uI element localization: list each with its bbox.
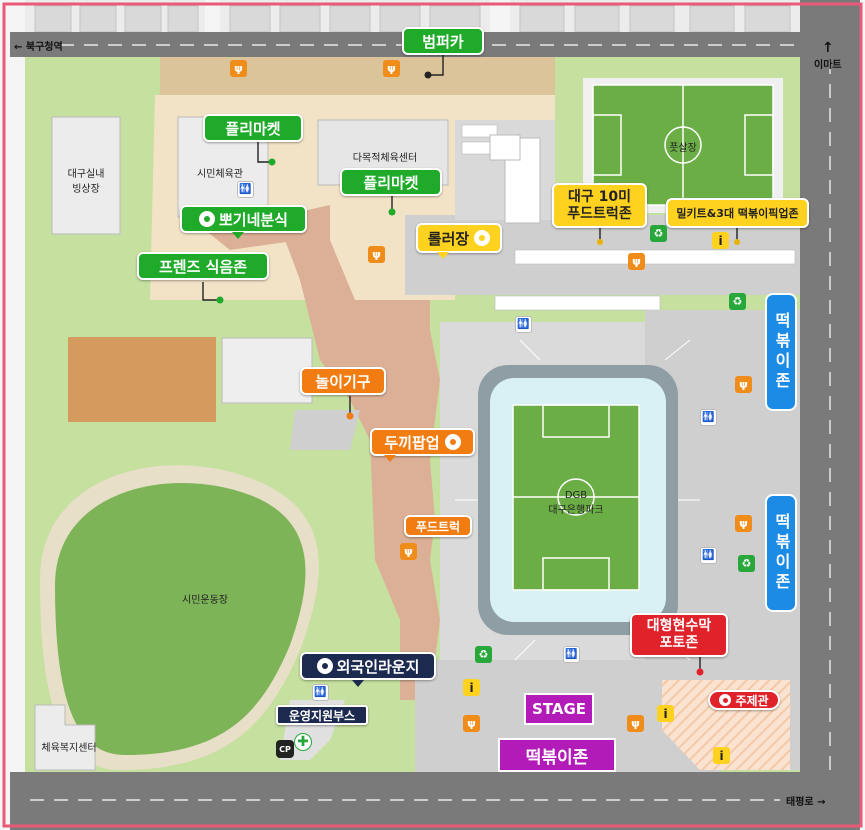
ppogi-snack-tag[interactable]: 뽀기네분식: [180, 205, 307, 233]
playground-rides-tag[interactable]: 놀이기구: [300, 367, 386, 395]
dukki-tag-pointer: [384, 455, 396, 462]
roller-rink-label: 롤러장: [427, 229, 470, 248]
recycle-icon: ♻: [475, 646, 492, 663]
ppogi-snack-label: 뽀기네분식: [218, 210, 288, 229]
food-icon: ψ: [627, 715, 644, 732]
tteokbokki-zone-bottom-tag[interactable]: 떡볶이존: [498, 738, 616, 772]
restroom-icon: 🚻: [563, 646, 580, 663]
food-icon: ψ: [628, 253, 645, 270]
food-icon: ψ: [400, 543, 417, 560]
recycle-icon: ♻: [650, 225, 667, 242]
road-label-north-east-text: 이마트: [814, 60, 842, 71]
theme-hall-label: 주제관: [735, 693, 769, 708]
foreign-lounge-pointer: [352, 680, 364, 687]
multi-gym-label: 다목적체육센터: [352, 153, 418, 164]
road-label-north-west-text: 북구청역: [25, 42, 63, 53]
location-pin-icon: [198, 211, 215, 227]
stadium-label: DGB 대구은행파크: [548, 490, 604, 516]
flea-market-tag-2[interactable]: 플리마켓: [340, 168, 442, 196]
support-booth-tag[interactable]: 운영지원부스: [276, 705, 368, 725]
ice-rink-label: 대구실내 빙상장: [67, 169, 105, 195]
food-icon: ψ: [735, 376, 752, 393]
cp-icon: CP: [276, 740, 294, 758]
recycle-icon: ♻: [729, 293, 746, 310]
tteokbokki-zone-tag-1[interactable]: 떡볶이존: [765, 293, 797, 411]
info-icon: i: [712, 232, 729, 249]
stage-tag[interactable]: STAGE: [524, 693, 594, 725]
food-truck-tag[interactable]: 푸드트럭: [404, 515, 472, 537]
bumper-car-tag[interactable]: 범퍼카: [402, 27, 484, 55]
dukki-popup-label: 두끼팝업: [384, 433, 440, 452]
banner-photo-zone-tag[interactable]: 대형현수막 포토존: [630, 613, 728, 657]
food-icon: ψ: [230, 60, 247, 77]
recycle-icon: ♻: [738, 555, 755, 572]
location-pin-icon: [444, 434, 461, 450]
tteokbokki-zone-tag-2[interactable]: 떡볶이존: [765, 494, 797, 612]
food-icon: ψ: [368, 246, 385, 263]
info-icon: i: [463, 679, 480, 696]
milkit-pickup-zone-tag[interactable]: 밀키트&3대 떡볶이픽업존: [666, 198, 809, 228]
friends-food-zone-tag[interactable]: 프렌즈 식음존: [137, 252, 269, 280]
road-label-north-east: ↑ 이마트: [814, 40, 842, 71]
restroom-icon: 🚻: [312, 684, 329, 701]
futsal-label: 풋살장: [669, 143, 697, 154]
flea-market-tag-1[interactable]: 플리마켓: [203, 114, 303, 142]
roller-tag-pointer: [437, 252, 449, 259]
dukki-popup-tag[interactable]: 두끼팝업: [370, 428, 475, 456]
location-pin-icon: [474, 230, 491, 246]
restroom-icon: 🚻: [237, 181, 254, 198]
theme-hall-tag[interactable]: 주제관: [708, 690, 780, 710]
food-icon: ψ: [383, 60, 400, 77]
food-truck-zone-tag[interactable]: 대구 10미 푸드트럭존: [552, 183, 647, 228]
food-icon: ψ: [735, 515, 752, 532]
foreign-lounge-label: 외국인라운지: [336, 657, 420, 676]
info-icon: i: [657, 705, 674, 722]
welfare-center-label: 체육복지센터: [41, 743, 97, 754]
location-pin-icon: [316, 658, 333, 674]
civic-gym-label: 시민체육관: [197, 169, 243, 180]
food-icon: ψ: [463, 715, 480, 732]
road-label-north-west: ← 북구청역: [14, 42, 63, 53]
first-aid-icon: ✚: [294, 733, 312, 751]
restroom-icon: 🚻: [515, 316, 532, 333]
info-icon: i: [713, 747, 730, 764]
roller-rink-tag[interactable]: 롤러장: [416, 223, 502, 253]
track-label: 시민운동장: [182, 595, 228, 606]
road-label-south-east: 태평로 →: [786, 793, 825, 808]
restroom-icon: 🚻: [700, 409, 717, 426]
up-arrow-icon: ↑: [821, 40, 834, 56]
road-label-south-east-text: 태평로: [786, 797, 814, 808]
right-arrow-icon: →: [817, 797, 826, 808]
location-pin-icon: [719, 694, 732, 706]
restroom-icon: 🚻: [700, 547, 717, 564]
ppogi-tag-pointer: [232, 232, 244, 239]
foreign-lounge-tag[interactable]: 외국인라운지: [300, 652, 436, 680]
